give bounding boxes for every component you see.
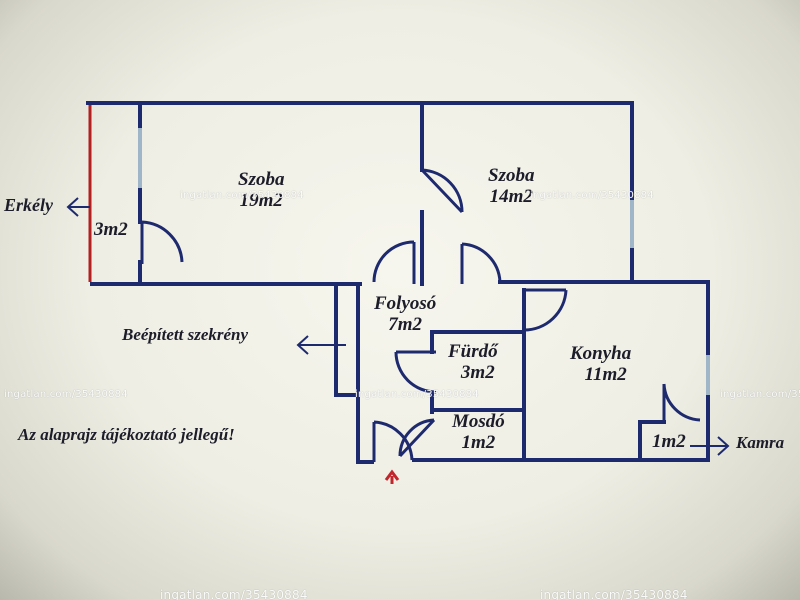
room-szoba2-area: 14m2: [489, 185, 533, 207]
room-kamra-area: 1m2: [652, 431, 686, 452]
disclaimer-text: Az alaprajz tájékoztató jellegű!: [18, 425, 235, 444]
room-folyoso-area: 7m2: [388, 313, 423, 335]
watermark: ingatlan.com/35430884: [720, 389, 800, 400]
room-mosdo-name: Mosdó: [452, 411, 505, 432]
room-konyha: Konyha 11m2: [570, 343, 632, 386]
door-room2: [420, 168, 464, 214]
room-szoba1-area: 19m2: [239, 189, 283, 211]
door-furdo: [394, 350, 437, 394]
arrow-erkely: [66, 197, 90, 217]
room-furdo-area: 3m2: [460, 361, 495, 383]
room-szoba1-name: Szoba: [238, 169, 285, 190]
door-room2-corridor: [460, 242, 502, 284]
room-erkely-area: 3m2: [94, 219, 128, 240]
room-furdo-name: Fürdő: [448, 341, 498, 362]
watermark: ingatlan.com/35430884: [355, 389, 479, 400]
room-folyoso: Folyosó 7m2: [374, 293, 437, 336]
watermark: ingatlan.com/35430884: [180, 190, 304, 201]
label-kamra: Kamra: [736, 433, 785, 452]
room-szoba2: Szoba 14m2: [488, 165, 535, 208]
door-room1: [372, 240, 416, 284]
watermark: ingatlan.com/35430884: [4, 389, 128, 400]
room-furdo: Fürdő 3m2: [448, 341, 498, 384]
room-mosdo: Mosdó 1m2: [452, 411, 505, 454]
watermark: ingatlan.com/35430884: [540, 588, 688, 600]
arrow-kamra: [690, 436, 730, 456]
watermark: ingatlan.com/35430884: [530, 190, 654, 201]
room-konyha-name: Konyha: [570, 343, 632, 364]
room-mosdo-area: 1m2: [461, 431, 496, 453]
watermark: ingatlan.com/35430884: [160, 588, 308, 600]
room-folyoso-name: Folyosó: [374, 293, 437, 314]
label-beepitett-szekreny: Beépített szekrény: [122, 325, 249, 344]
room-szoba2-name: Szoba: [488, 165, 535, 186]
arrow-beepitett: [296, 335, 346, 355]
label-erkely: Erkély: [4, 195, 53, 215]
room-szoba1: Szoba 19m2: [238, 169, 285, 212]
door-entrance: [372, 420, 414, 462]
door-konyha: [523, 288, 568, 332]
entrance-arrow: [384, 469, 400, 484]
door-mosdo: [398, 418, 436, 458]
door-balcony: [140, 220, 184, 264]
room-konyha-area: 11m2: [584, 363, 627, 385]
door-kamra: [662, 383, 701, 422]
